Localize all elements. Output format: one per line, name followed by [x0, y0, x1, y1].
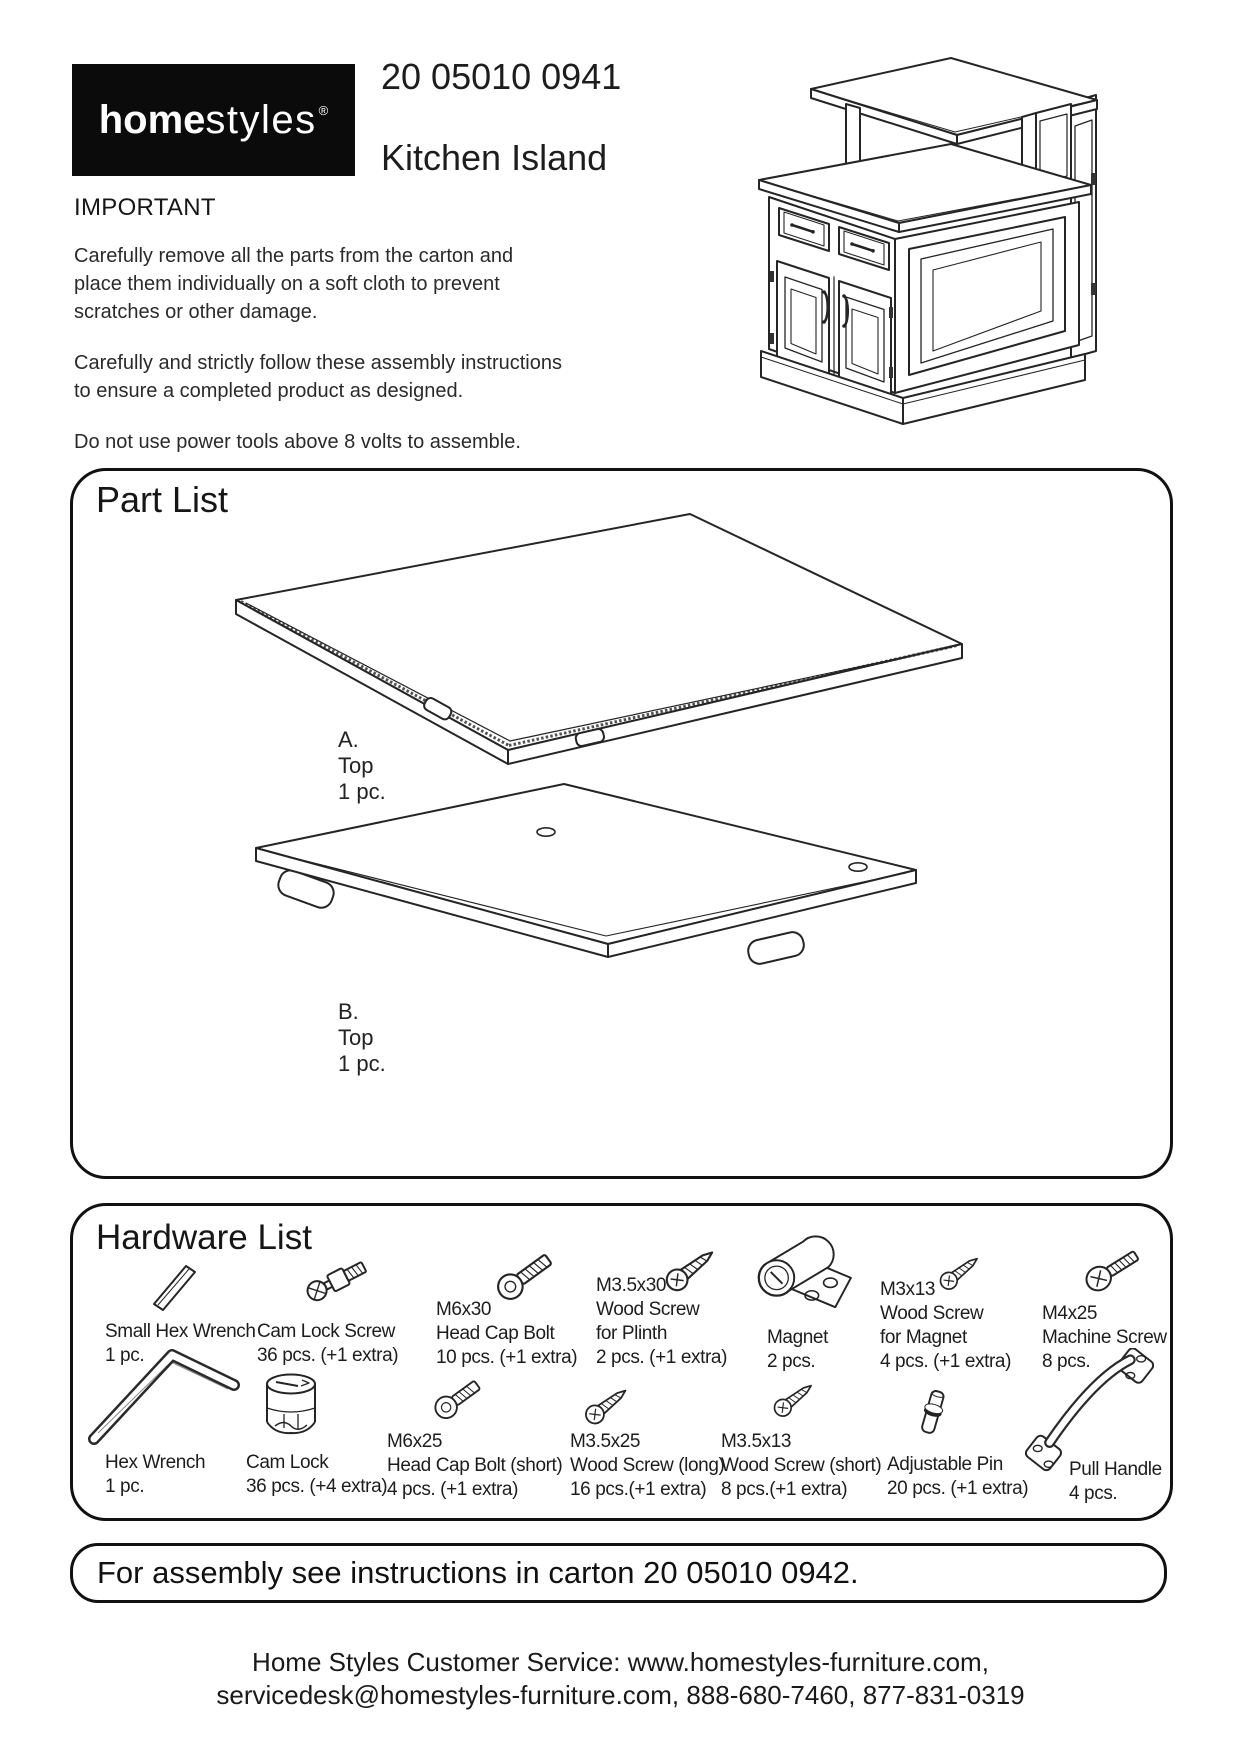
part-name: Top	[338, 753, 374, 778]
hardware-item-m3.5x30-wood-screw: M3.5x30 Wood Screw for Plinth 2 pcs. (+1…	[596, 1275, 728, 1368]
cam-lock-icon	[266, 1373, 316, 1435]
part-letter: A.	[338, 727, 359, 752]
footer-line-1: Home Styles Customer Service: www.homest…	[252, 1647, 989, 1677]
part-label-b: B. Top 1 pc.	[338, 999, 386, 1077]
adjustable-pin-icon	[921, 1390, 945, 1434]
part-label-a: A. Top 1 pc.	[338, 727, 386, 805]
part-name: Top	[338, 1025, 374, 1050]
footer: Home Styles Customer Service: www.homest…	[0, 1646, 1241, 1712]
hardware-list-title: Hardware List	[96, 1218, 312, 1257]
assembly-note-box: For assembly see instructions in carton …	[70, 1543, 1167, 1603]
part-list-title: Part List	[96, 479, 229, 520]
wood-screw-icon	[665, 1251, 714, 1292]
cam-lock-screw-icon	[306, 1261, 367, 1302]
important-section: IMPORTANT Carefully remove all the parts…	[74, 194, 674, 479]
assembly-note-text: For assembly see instructions in carton …	[97, 1555, 859, 1590]
hardware-item-m4x25-machine-screw: M4x25 Machine Screw 8 pcs.	[1042, 1303, 1167, 1372]
machine-screw-icon	[1085, 1250, 1139, 1292]
hex-wrench-icon	[88, 1349, 240, 1445]
pull-handle-icon	[1024, 1348, 1154, 1472]
head-cap-bolt-icon	[497, 1254, 552, 1300]
hardware-item-adjustable-pin: Adjustable Pin 20 pcs. (+1 extra)	[887, 1454, 1029, 1499]
kitchen-island-illustration	[758, 57, 1098, 425]
important-heading: IMPORTANT	[74, 194, 216, 221]
hardware-item-m6x30-head-cap-bolt: M6x30 Head Cap Bolt 10 pcs. (+1 extra)	[436, 1299, 578, 1368]
hardware-item-m3.5x25-wood-screw-long: M3.5x25 Wood Screw (long) 16 pcs.(+1 ext…	[570, 1431, 725, 1500]
logo-text: homestyles®	[99, 98, 329, 143]
part-qty: 1 pc.	[338, 1051, 386, 1076]
product-name: Kitchen Island	[381, 137, 608, 178]
model-number: 20 05010 0941	[381, 56, 622, 97]
hardware-item-magnet: Magnet 2 pcs.	[767, 1327, 828, 1372]
magnet-icon	[757, 1235, 852, 1309]
footer-line-2: servicedesk@homestyles-furniture.com, 88…	[216, 1680, 1025, 1710]
hardware-item-m6x25-head-cap-bolt-short: M6x25 Head Cap Bolt (short) 4 pcs. (+1 e…	[387, 1431, 563, 1500]
hardware-item-cam-lock-screw: Cam Lock Screw 36 pcs. (+1 extra)	[257, 1321, 399, 1366]
important-paragraph-1: Carefully remove all the parts from the …	[74, 245, 514, 323]
hardware-list-box	[70, 1203, 1173, 1521]
small-hex-wrench-icon	[153, 1265, 196, 1311]
hardware-item-cam-lock: Cam Lock 36 pcs. (+4 extra)	[246, 1452, 388, 1497]
wood-screw-icon	[773, 1384, 812, 1417]
wood-screw-icon	[939, 1257, 978, 1290]
important-paragraph-2: Carefully and strictly follow these asse…	[74, 352, 562, 402]
hardware-item-pull-handle: Pull Handle 4 pcs.	[1069, 1459, 1162, 1504]
logo-word-styles: styles	[205, 97, 317, 142]
part-b-top-panel-illustration	[255, 783, 917, 965]
logo-word-home: home	[98, 97, 206, 142]
wood-screw-icon	[585, 1389, 627, 1425]
head-cap-bolt-icon	[434, 1380, 481, 1420]
part-letter: B.	[338, 999, 359, 1024]
registered-mark: ®	[318, 102, 329, 118]
hardware-item-m3.5x13-wood-screw-short: M3.5x13 Wood Screw (short) 8 pcs.(+1 ext…	[721, 1431, 882, 1500]
homestyles-logo: homestyles®	[72, 64, 355, 176]
part-qty: 1 pc.	[338, 779, 386, 804]
hardware-item-m3x13-wood-screw: M3x13 Wood Screw for Magnet 4 pcs. (+1 e…	[880, 1279, 1012, 1372]
part-a-top-panel-illustration	[235, 513, 963, 765]
hardware-item-hex-wrench: Hex Wrench 1 pc.	[105, 1452, 206, 1497]
hardware-item-small-hex-wrench: Small Hex Wrench 1 pc.	[105, 1321, 256, 1366]
important-paragraph-3: Do not use power tools above 8 volts to …	[74, 431, 521, 453]
